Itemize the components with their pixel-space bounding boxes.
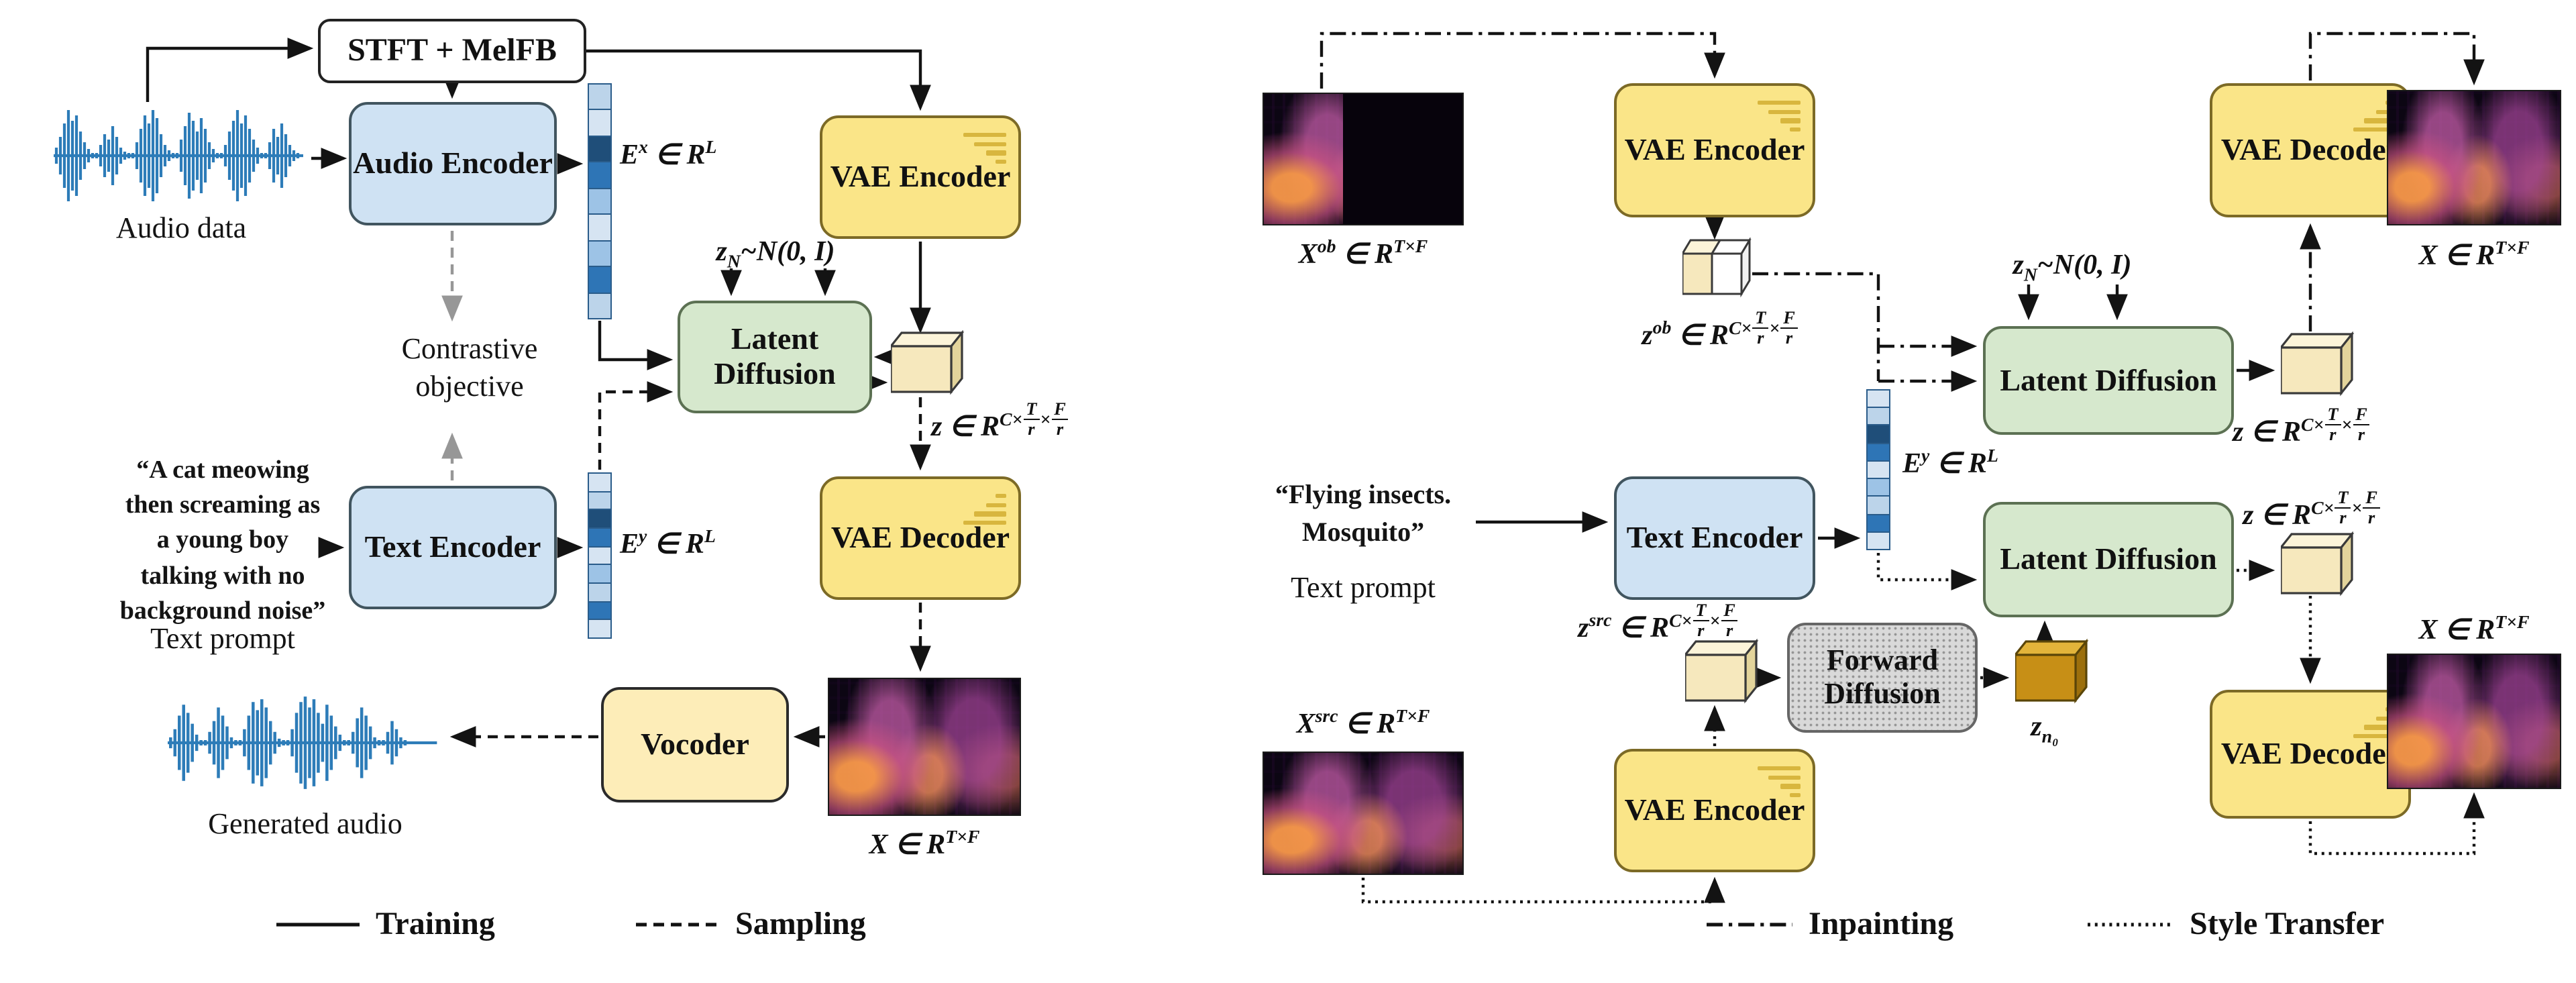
generated-waveform <box>168 696 437 789</box>
audio-embedding-vector <box>588 83 612 319</box>
z-src-cube <box>1685 639 1759 704</box>
z-n0-cube <box>2015 639 2089 704</box>
text-embedding-vector-right <box>1866 389 1890 550</box>
ey-embedding-label-left: Ey ∈ RL <box>620 526 716 560</box>
text-prompt-label-left: Text prompt <box>150 621 295 655</box>
vocoder-box: Vocoder <box>601 687 789 803</box>
text-embedding-vector-left <box>588 472 612 639</box>
zn-noise-label-left: zN~N(0, I) <box>716 235 835 272</box>
legend-sampling: Sampling <box>735 907 866 942</box>
inpainting-line-sample <box>1707 923 1792 927</box>
generated-audio-label: Generated audio <box>208 807 402 840</box>
sampling-line-sample <box>636 923 719 927</box>
stft-melfb-label: STFT + MelFB <box>347 33 557 68</box>
mel-spectrogram-left <box>828 678 1021 816</box>
vae-decoder-box-bottom-right: VAE Decoder <box>2210 690 2411 819</box>
legend-training: Training <box>376 907 495 942</box>
x-src-label: Xsrc ∈ RT×F <box>1296 706 1430 739</box>
source-spectrogram <box>1263 752 1464 875</box>
audio-data-label: Audio data <box>115 211 247 244</box>
ey-embedding-label-right: Ey ∈ RL <box>1902 446 1998 479</box>
observed-spectrogram <box>1263 93 1464 225</box>
forward-diffusion-box: Forward Diffusion <box>1787 623 1978 733</box>
audio-encoder-box: Audio Encoder <box>349 102 557 225</box>
ex-embedding-label: Ex ∈ RL <box>620 137 717 170</box>
latent-diffusion-box-left: Latent Diffusion <box>678 301 872 413</box>
x-label-bottom-right: X ∈ RT×F <box>2418 612 2530 645</box>
zn-noise-label-right: zN~N(0, I) <box>2012 248 2132 285</box>
audio-waveform <box>54 110 303 201</box>
x-label-top-right: X ∈ RT×F <box>2418 238 2530 271</box>
text-encoder-box-right: Text Encoder <box>1614 476 1815 600</box>
z-n0-label: zn₀ <box>2031 710 2059 747</box>
latent-cube-top-right <box>2281 331 2355 397</box>
vae-decoder-box-top-right: VAE Decoder <box>2210 83 2411 217</box>
legend-inpainting: Inpainting <box>1809 907 1954 942</box>
x-spectrogram-label-left: X ∈ RT×F <box>869 827 980 860</box>
decoder-layers-icon <box>963 494 1006 525</box>
output-spectrogram-top-right <box>2387 90 2561 225</box>
output-spectrogram-bottom-right <box>2387 654 2561 789</box>
zob-latent-cubes <box>1682 238 1752 298</box>
stft-melfb-box: STFT + MelFB <box>318 19 586 83</box>
style-transfer-line-sample <box>2088 923 2174 927</box>
x-ob-label: Xob ∈ RT×F <box>1298 236 1428 270</box>
text-prompt-label-right: Text prompt <box>1291 570 1436 604</box>
text-prompt-right: “Flying insects. Mosquito” <box>1275 480 1452 548</box>
vae-encoder-box-top-right: VAE Encoder <box>1614 83 1815 217</box>
vae-encoder-box-bottom-right: VAE Encoder <box>1614 749 1815 872</box>
encoder-layers-icon <box>963 133 1006 164</box>
text-prompt-left: “A cat meowing then screaming as a young… <box>119 456 326 625</box>
training-line-sample <box>276 923 360 927</box>
latent-diffusion-box-inpainting: Latent Diffusion <box>1983 326 2234 435</box>
text-encoder-box-left: Text Encoder <box>349 486 557 609</box>
encoder-layers-icon <box>1758 101 1801 132</box>
latent-cube-bottom-right <box>2281 531 2355 597</box>
legend-style-transfer: Style Transfer <box>2190 907 2385 942</box>
vae-encoder-box-left: VAE Encoder <box>820 115 1021 239</box>
latent-diffusion-box-style-transfer: Latent Diffusion <box>1983 502 2234 617</box>
contrastive-objective-label: Contrastive objective <box>401 331 538 402</box>
vae-decoder-box-left: VAE Decoder <box>820 476 1021 600</box>
latent-cube-left <box>891 330 965 395</box>
encoder-layers-icon <box>1758 766 1801 798</box>
